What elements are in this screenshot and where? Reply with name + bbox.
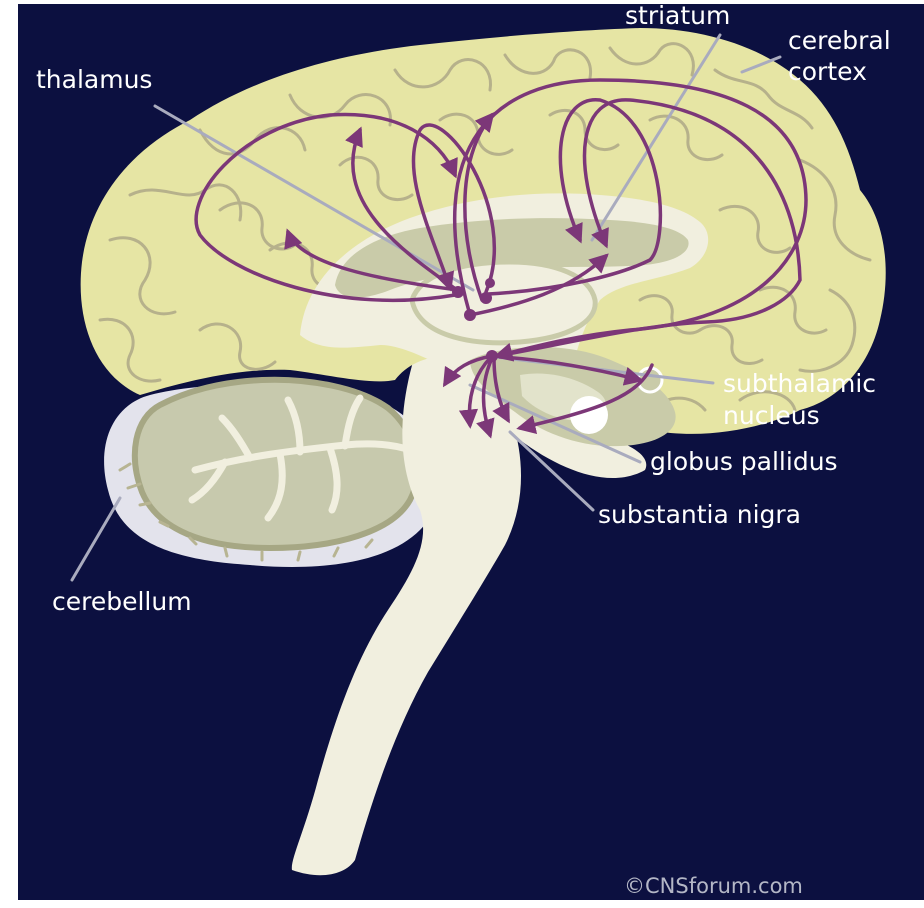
subthalamic-node: [486, 350, 498, 362]
label-globus-pallidus: globus pallidus: [650, 447, 838, 476]
label-substantia-nigra: substantia nigra: [598, 500, 801, 529]
cerebellum-shape: [104, 380, 437, 567]
label-subthalamic-line1: subthalamic: [723, 369, 876, 398]
label-subthalamic-line2: nucleus: [723, 401, 820, 430]
thalamus-node: [452, 286, 464, 298]
credit-text: ©CNSforum.com: [624, 874, 803, 898]
label-cerebral-cortex-line1: cerebral: [788, 26, 891, 55]
label-thalamus: thalamus: [36, 65, 152, 94]
thalamus-node: [480, 292, 492, 304]
label-cerebral-cortex-line2: cortex: [788, 57, 867, 86]
thalamus-node: [464, 309, 476, 321]
label-striatum: striatum: [625, 1, 730, 30]
label-cerebellum: cerebellum: [52, 587, 192, 616]
thalamus-node: [485, 278, 495, 288]
